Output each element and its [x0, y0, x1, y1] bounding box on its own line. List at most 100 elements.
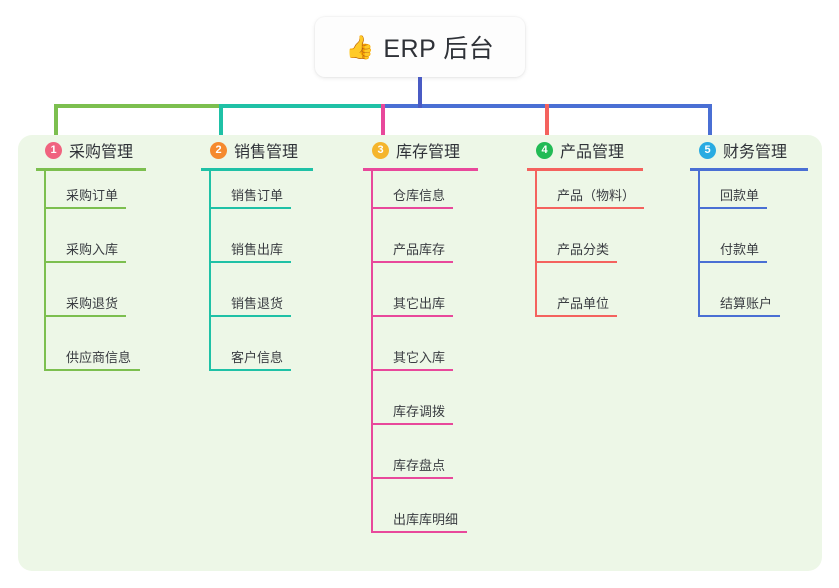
leaf-underline: [44, 369, 140, 371]
leaf-item[interactable]: 回款单: [698, 187, 767, 209]
branch-spine-4: [535, 171, 537, 317]
leaf-item[interactable]: 产品分类: [535, 241, 617, 263]
leaf-underline: [371, 531, 467, 533]
connector-root-stem: [418, 77, 422, 108]
connector-horizontal-segment-1: [54, 104, 223, 108]
leaf-underline: [698, 261, 767, 263]
leaf-item[interactable]: 库存调拨: [371, 403, 453, 425]
leaf-item[interactable]: 其它出库: [371, 295, 453, 317]
branch-number-badge-1: 1: [45, 141, 62, 159]
leaf-item[interactable]: 仓库信息: [371, 187, 453, 209]
branch-underline-1: [36, 168, 146, 171]
leaf-underline: [698, 315, 780, 317]
leaf-underline: [209, 207, 291, 209]
branch-title-2: 销售管理: [234, 144, 299, 161]
leaf-item[interactable]: 采购订单: [44, 187, 126, 209]
connector-drop-1: [54, 104, 58, 148]
branch-header-1[interactable]: 1 采购管理: [36, 135, 146, 173]
thumbs-up-icon: 👍: [345, 33, 375, 60]
connector-drop-4: [545, 104, 549, 148]
leaf-item[interactable]: 销售退货: [209, 295, 291, 317]
leaf-label: 产品单位: [557, 296, 610, 311]
leaf-underline: [371, 423, 453, 425]
branch-spine-3: [371, 171, 373, 533]
branch-header-5[interactable]: 5 财务管理: [690, 135, 808, 173]
leaf-item[interactable]: 采购入库: [44, 241, 126, 263]
leaf-label: 回款单: [720, 188, 760, 203]
leaf-label: 出库库明细: [393, 512, 459, 527]
leaf-label: 付款单: [720, 242, 760, 257]
branch-header-row: 1 采购管理: [36, 135, 133, 165]
leaf-label: 库存盘点: [393, 458, 446, 473]
branch-spine-2: [209, 171, 211, 371]
leaf-item[interactable]: 产品库存: [371, 241, 453, 263]
leaf-item[interactable]: 其它入库: [371, 349, 453, 371]
leaf-item[interactable]: 销售订单: [209, 187, 291, 209]
leaf-underline: [371, 369, 453, 371]
branch-title-4: 产品管理: [560, 144, 625, 161]
leaf-item[interactable]: 采购退货: [44, 295, 126, 317]
leaf-underline: [371, 315, 453, 317]
leaf-label: 库存调拨: [393, 404, 446, 419]
leaf-item[interactable]: 出库库明细: [371, 511, 467, 533]
branch-underline-3: [363, 168, 478, 171]
branch-number-badge-5: 5: [699, 141, 716, 159]
branch-column-5: 5 财务管理回款单付款单结算账户: [690, 135, 808, 317]
branch-underline-2: [201, 168, 313, 171]
leaf-label: 销售订单: [231, 188, 284, 203]
leaf-item[interactable]: 销售出库: [209, 241, 291, 263]
leaf-item[interactable]: 付款单: [698, 241, 767, 263]
leaf-underline: [44, 207, 126, 209]
leaf-underline: [371, 261, 453, 263]
leaf-label: 采购退货: [66, 296, 119, 311]
branch-header-row: 4 产品管理: [527, 135, 624, 165]
connector-drop-2: [219, 104, 223, 148]
connector-drop-5: [708, 104, 712, 148]
branch-header-2[interactable]: 2 销售管理: [201, 135, 313, 173]
leaf-label: 产品分类: [557, 242, 610, 257]
leaf-item[interactable]: 产品单位: [535, 295, 617, 317]
branch-header-4[interactable]: 4 产品管理: [527, 135, 643, 173]
leaf-item[interactable]: 产品（物料）: [535, 187, 644, 209]
branch-header-row: 2 销售管理: [201, 135, 298, 165]
branches-panel: 1 采购管理采购订单采购入库采购退货供应商信息 2 销售管理销售订单销售出库销售退货客…: [18, 135, 822, 571]
branch-underline-5: [690, 168, 808, 171]
connector-drop-3: [381, 104, 385, 148]
branch-column-2: 2 销售管理销售订单销售出库销售退货客户信息: [201, 135, 313, 371]
leaf-item[interactable]: 供应商信息: [44, 349, 140, 371]
root-title: ERP 后台: [383, 35, 495, 63]
leaf-underline: [209, 315, 291, 317]
branch-number-badge-4: 4: [536, 141, 553, 159]
leaf-label: 仓库信息: [393, 188, 446, 203]
branch-header-row: 5 财务管理: [690, 135, 787, 165]
root-node[interactable]: 👍 ERP 后台: [315, 17, 525, 77]
leaf-label: 结算账户: [720, 296, 773, 311]
leaf-item[interactable]: 结算账户: [698, 295, 780, 317]
root-node-content: 👍 ERP 后台: [346, 29, 495, 65]
leaf-label: 采购入库: [66, 242, 119, 257]
leaf-underline: [535, 315, 617, 317]
leaf-item[interactable]: 库存盘点: [371, 457, 453, 479]
leaf-underline: [371, 477, 453, 479]
leaf-underline: [209, 261, 291, 263]
leaf-label: 其它入库: [393, 350, 446, 365]
branch-spine-1: [44, 171, 46, 371]
leaf-underline: [698, 207, 767, 209]
branch-spine-5: [698, 171, 700, 317]
branch-number-badge-2: 2: [210, 141, 227, 159]
leaf-underline: [44, 315, 126, 317]
branch-title-5: 财务管理: [723, 144, 788, 161]
leaf-underline: [209, 369, 291, 371]
leaf-label: 供应商信息: [66, 350, 132, 365]
branch-number-badge-3: 3: [372, 141, 389, 159]
leaf-label: 产品（物料）: [557, 188, 636, 203]
leaf-label: 客户信息: [231, 350, 284, 365]
branch-title-1: 采购管理: [69, 144, 134, 161]
leaf-label: 其它出库: [393, 296, 446, 311]
leaf-label: 采购订单: [66, 188, 119, 203]
leaf-underline: [44, 261, 126, 263]
leaf-item[interactable]: 客户信息: [209, 349, 291, 371]
